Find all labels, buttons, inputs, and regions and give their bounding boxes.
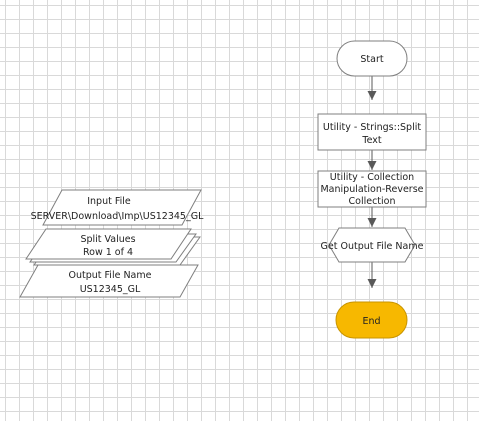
split-text-box — [317, 113, 427, 151]
reverse-collection-label-line1: Utility - Collection — [330, 172, 414, 183]
input-file-data-item[interactable]: Input File SERVER\Download\Imp\US12345_G… — [31, 189, 204, 226]
output-file-name-value: US12345_GL — [80, 284, 141, 295]
get-output-file-name-label: Get Output File Name — [321, 241, 424, 252]
reverse-collection-label-line2: Manipulation-Reverse — [320, 184, 423, 195]
end-label: End — [362, 316, 380, 327]
output-file-name-parallelogram — [19, 264, 199, 298]
input-file-parallelogram — [42, 189, 202, 226]
get-output-file-name-hexagon — [328, 227, 416, 263]
end-stage[interactable]: End — [335, 301, 408, 339]
end-shape — [335, 301, 408, 339]
reverse-collection-box — [317, 170, 427, 208]
output-file-name-data-item[interactable]: Output File Name US12345_GL — [19, 264, 199, 298]
start-label: Start — [360, 54, 383, 65]
split-values-name: Split Values — [80, 234, 135, 245]
split-values-value: Row 1 of 4 — [83, 247, 133, 258]
split-text-action-stage[interactable]: Utility - Strings::Split Text — [317, 113, 427, 151]
get-output-file-name-stage[interactable]: Get Output File Name — [321, 227, 424, 263]
reverse-collection-action-stage[interactable]: Utility - Collection Manipulation-Revers… — [317, 170, 427, 208]
start-stage[interactable]: Start — [336, 40, 408, 77]
split-text-label-line1: Utility - Strings::Split — [323, 122, 421, 133]
reverse-collection-label-line3: Collection — [349, 196, 396, 207]
split-values-front-sheet — [25, 228, 192, 260]
split-values-collection-item[interactable]: Split Values Row 1 of 4 — [25, 228, 201, 266]
input-file-name: Input File — [87, 196, 131, 207]
input-file-value: SERVER\Download\Imp\US12345_GL — [31, 211, 204, 222]
split-text-label-line2: Text — [361, 135, 381, 146]
start-shape — [336, 40, 408, 77]
output-file-name-name: Output File Name — [69, 270, 152, 281]
